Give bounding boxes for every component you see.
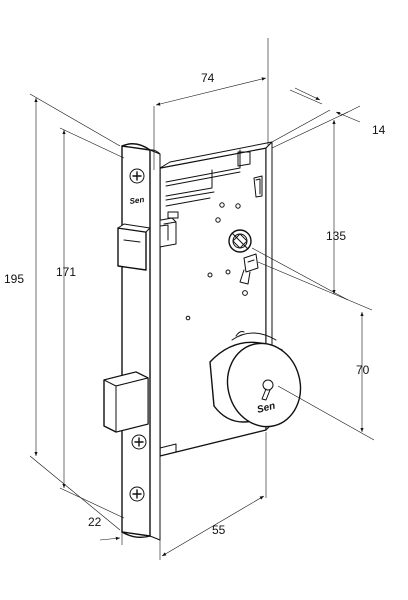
dim-22-arrow — [99, 536, 121, 541]
case-hole-7 — [242, 290, 248, 296]
dim-14-arrow-right — [335, 111, 361, 123]
follower-hub — [228, 229, 252, 253]
case-inner-line-top — [165, 149, 241, 183]
middle-screw-icon — [131, 434, 147, 450]
dimension-lines — [29, 38, 375, 560]
top-screw-icon — [129, 168, 145, 184]
face-logo: Sen — [129, 195, 145, 206]
cam-slot — [243, 253, 259, 273]
bottom-pin — [159, 443, 177, 453]
dim-22-label: 22 — [88, 515, 102, 529]
dim-195-label: 195 — [4, 272, 25, 286]
case-hole-1 — [219, 202, 225, 208]
case-hole-2 — [235, 203, 241, 209]
latch-top-tab — [167, 211, 179, 219]
case-hole-4 — [185, 315, 191, 321]
dim-14-label: 14 — [372, 123, 386, 137]
face-plate — [103, 143, 161, 541]
dim-135-label: 135 — [326, 229, 347, 243]
bottom-screw-icon — [129, 486, 145, 502]
dim-70-label: 70 — [356, 363, 370, 377]
case-hole-3 — [215, 217, 221, 223]
dim-14-arrow-left — [294, 87, 321, 101]
dim-74-label: 74 — [201, 71, 215, 85]
dead-bolt — [103, 371, 149, 433]
dim-55-label: 55 — [212, 523, 226, 537]
face-plate-edge — [149, 149, 161, 541]
keyhole-icon — [261, 379, 274, 401]
dim-55-line — [161, 495, 265, 557]
top-bracket — [237, 151, 251, 167]
dim-171-label: 171 — [56, 265, 77, 279]
latch-window — [117, 223, 151, 271]
case-hole-6 — [225, 269, 231, 275]
dim-74-line — [155, 77, 267, 106]
cylinder-logo-text: Sen — [256, 401, 277, 416]
cylinder: Sen — [209, 331, 302, 428]
case-hole-5 — [207, 272, 213, 278]
face-logo-text: Sen — [129, 195, 145, 206]
top-latch-slot — [253, 175, 263, 198]
